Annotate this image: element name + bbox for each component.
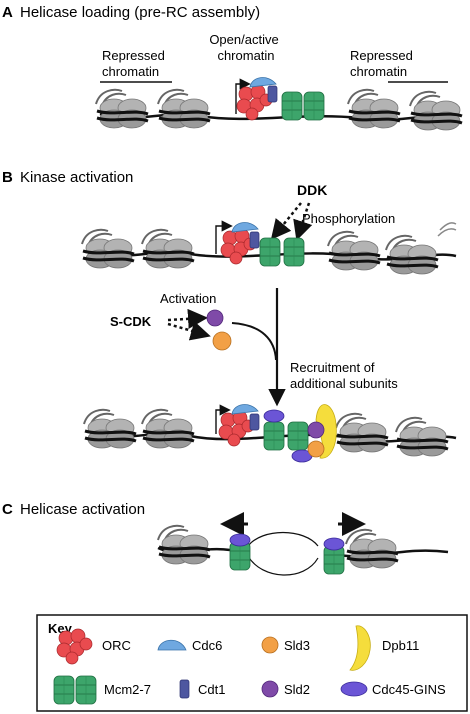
- ddk-arrow-left: [270, 202, 302, 240]
- key-cdc45-gins-symbol: [340, 681, 368, 697]
- panel-b-letter: B: [2, 169, 13, 186]
- sld2-protein: [307, 421, 325, 439]
- mcm-hexamer: [283, 237, 305, 267]
- dpb11-protein: [315, 404, 337, 459]
- sld3-protein: [307, 440, 325, 458]
- cdc45-gins: [263, 409, 285, 423]
- repressed-left-line2: chromatin: [102, 64, 159, 79]
- dna-strand-a: [99, 112, 459, 121]
- panel-a: A Helicase loading (pre-RC assembly) Rep…: [2, 4, 464, 132]
- scdk-arrow-to-sld2: [167, 308, 208, 329]
- cdc6-protein: [249, 77, 277, 88]
- cdt1-protein: [249, 413, 260, 431]
- panel-c-title: Helicase activation: [20, 501, 145, 518]
- nucleosome: [140, 228, 196, 270]
- ddk-label: DDK: [297, 182, 327, 198]
- key-sld2-symbol: [261, 680, 279, 698]
- nucleosome: [344, 528, 400, 570]
- nucleosome: [156, 524, 212, 566]
- orc-complex: [236, 84, 273, 121]
- nucleosome: [140, 408, 196, 450]
- panel-c-letter: C: [2, 501, 13, 518]
- repressed-right-line2: chromatin: [350, 64, 407, 79]
- nucleosome: [80, 228, 136, 270]
- key-cdc6-label: Cdc6: [192, 638, 222, 653]
- key-orc-symbol: [56, 628, 93, 665]
- mcm-hexamer: [263, 421, 285, 451]
- panel-b: B Kinase activation DDK Phosphorylation …: [2, 169, 457, 463]
- mcm-hexamer: [259, 237, 281, 267]
- key-cdc45-gins-label: Cdc45-GINS: [372, 682, 446, 697]
- mcm-hexamer: [303, 91, 325, 121]
- activation-label: Activation: [160, 291, 216, 306]
- key-cdt1-label: Cdt1: [198, 682, 225, 697]
- panel-c: C Helicase activation: [2, 501, 449, 576]
- panel-b-title: Kinase activation: [20, 169, 133, 186]
- phosphorylation-label: Phosphorylation: [302, 211, 395, 226]
- key-mcm-symbol: [53, 675, 75, 705]
- nucleosome: [326, 230, 382, 272]
- sld3-protein: [212, 331, 232, 351]
- recruitment-curve: [231, 322, 277, 361]
- cdt1-protein: [267, 85, 278, 103]
- nucleosome: [94, 88, 150, 130]
- key-sld3-symbol: [261, 636, 279, 654]
- key-orc-label: ORC: [102, 638, 131, 653]
- nucleosome: [156, 88, 212, 130]
- key-sld2-label: Sld2: [284, 682, 310, 697]
- key-border: [36, 614, 468, 712]
- nucleosome: [346, 88, 402, 130]
- key-dpb11-label: Dpb11: [382, 638, 419, 653]
- orc-complex: [218, 410, 255, 447]
- origin-arrow: [235, 78, 251, 114]
- mcm-hexamer: [287, 421, 309, 451]
- sld2-protein: [206, 309, 224, 327]
- key-box: Key ORC Cdc6 Sld3 Dpb11 Mcm2-7 Cdt1 Sld2…: [36, 614, 468, 712]
- nucleosome: [408, 90, 464, 132]
- scdk-label: S-CDK: [110, 314, 152, 329]
- repressed-left-line1: Repressed: [102, 48, 165, 63]
- nucleosome: [334, 412, 390, 454]
- cdc6-protein: [231, 222, 259, 233]
- repressed-right-line1: Repressed: [350, 48, 413, 63]
- nucleosome: [394, 416, 450, 458]
- cdc6-protein: [231, 404, 259, 415]
- open-chromatin-line1: Open/active: [209, 32, 278, 47]
- key-dpb11-symbol: [349, 625, 371, 671]
- key-cdc6-symbol: [157, 639, 187, 651]
- key-mcm-symbol: [75, 675, 97, 705]
- origin-arrow: [215, 220, 233, 254]
- cdt1-protein: [249, 231, 260, 249]
- replication-bubble: [247, 531, 319, 576]
- cdc45-gins: [323, 537, 345, 551]
- origin-arrow: [215, 404, 231, 434]
- key-mcm-label: Mcm2-7: [104, 682, 151, 697]
- key-sld3-label: Sld3: [284, 638, 310, 653]
- panel-a-letter: A: [2, 4, 13, 21]
- nucleosome: [82, 408, 138, 450]
- scdk-arrow-to-sld3: [167, 321, 211, 341]
- key-cdt1-symbol: [179, 679, 190, 699]
- nucleosome-displaced: [384, 222, 457, 276]
- cdc45-gins: [229, 533, 251, 547]
- mcm-hexamer: [281, 91, 303, 121]
- recruitment-line1: Recruitment of: [290, 360, 375, 375]
- panel-a-title: Helicase loading (pre-RC assembly): [20, 4, 260, 21]
- open-chromatin-line2: chromatin: [217, 48, 274, 63]
- recruitment-line2: additional subunits: [290, 376, 398, 391]
